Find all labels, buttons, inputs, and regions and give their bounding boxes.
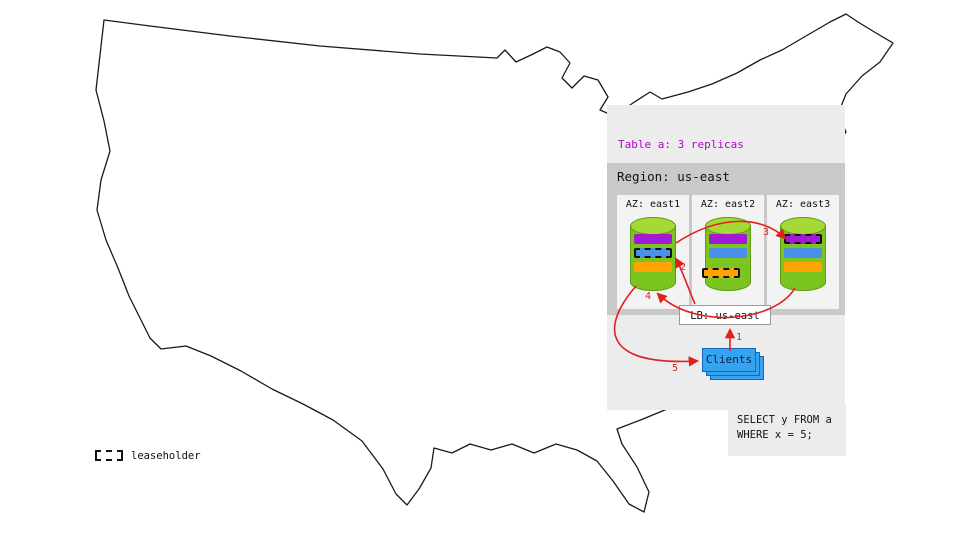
step-label-1: 1	[736, 332, 743, 343]
load-balancer-box: LB: us-east	[679, 305, 771, 325]
az-east3: AZ: east3	[767, 195, 839, 309]
replica-bar-table-a	[634, 234, 672, 244]
step-label-5: 5	[672, 363, 679, 374]
sql-statement-box: SELECT y FROM a WHERE x = 5;	[728, 404, 846, 456]
region-title: Region: us-east	[617, 169, 730, 184]
replica-bar-table-b-leaseholder	[702, 268, 740, 278]
node-cylinder-east3	[780, 217, 826, 297]
cylinder-top	[630, 217, 676, 235]
cylinder-top	[705, 217, 751, 235]
cylinder-top	[780, 217, 826, 235]
client-card-front: Clients	[702, 348, 756, 372]
replica-bar-index-a-leaseholder	[634, 248, 672, 258]
region-us-east: Region: us-east AZ: east1 AZ: east2	[607, 163, 845, 315]
node-cylinder-east1	[630, 217, 676, 297]
az-east1-label: AZ: east1	[625, 199, 681, 210]
replica-bar-index-a	[709, 248, 747, 258]
legend-table-a: Table a: 3 replicas	[618, 138, 744, 151]
sql-line-1: SELECT y FROM a	[737, 414, 832, 426]
sql-line-2: WHERE x = 5;	[737, 429, 813, 441]
node-cylinder-east2	[702, 217, 751, 297]
clients-stack: Clients	[702, 348, 772, 384]
leaseholder-swatch-icon	[95, 450, 123, 461]
az-east2-label: AZ: east2	[700, 199, 756, 210]
az-east3-label: AZ: east3	[775, 199, 831, 210]
leaseholder-label: leaseholder	[131, 450, 201, 462]
step-label-4: 4	[645, 291, 652, 302]
step-label-3: 3	[763, 227, 770, 238]
topology-panel: Table a: 3 replicas Index a: 3 replicas …	[607, 105, 845, 410]
replica-bar-table-a-leaseholder	[784, 234, 822, 244]
replica-bar-table-a	[709, 234, 747, 244]
replica-bar-table-b	[634, 262, 672, 272]
step-label-2: 2	[680, 262, 687, 273]
az-east2: AZ: east2	[692, 195, 764, 309]
az-east1: AZ: east1	[617, 195, 689, 309]
replica-bar-table-b	[784, 262, 822, 272]
replica-bar-index-a	[784, 248, 822, 258]
